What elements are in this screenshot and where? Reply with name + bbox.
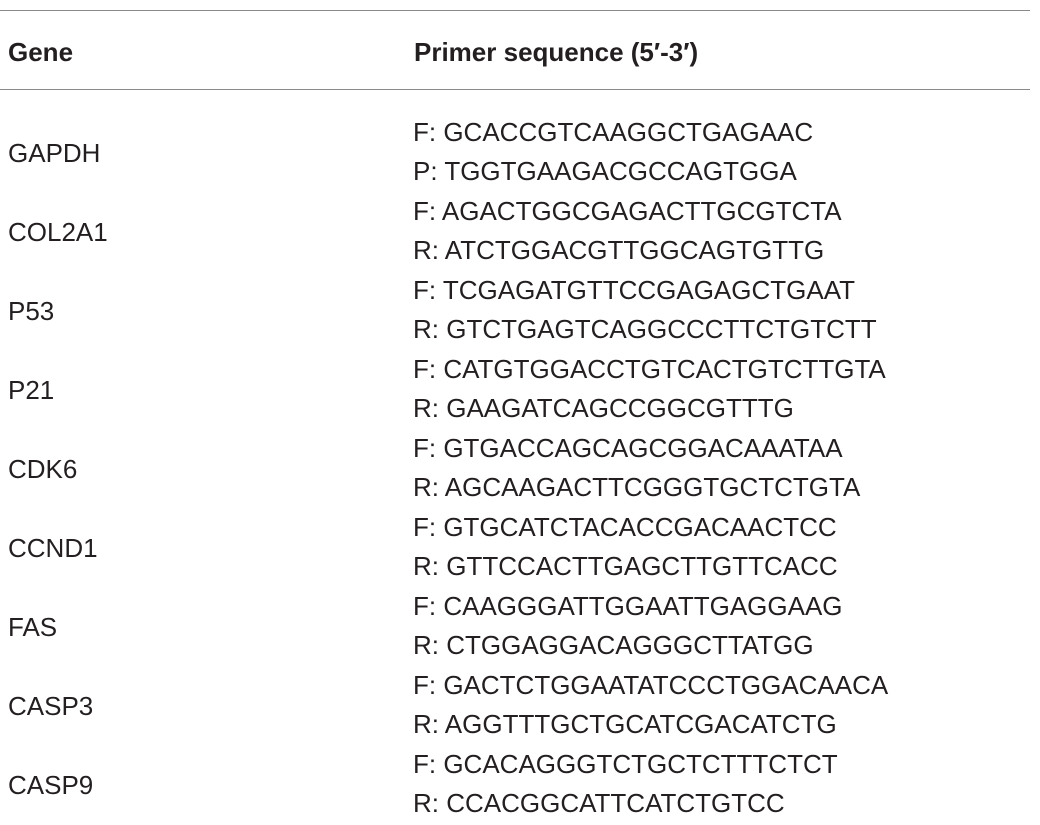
- table-row: CASP3 F: GACTCTGGAATATCCCTGGACAACA R: AG…: [0, 666, 1030, 745]
- gene-name: CASP3: [8, 691, 94, 721]
- gene-name: CCND1: [8, 533, 98, 563]
- header-primer-sequence: Primer sequence (5′-3′): [414, 37, 699, 67]
- table-row: FAS F: CAAGGGATTGGAATTGAGGAAG R: CTGGAGG…: [0, 587, 1030, 666]
- forward-primer: F: CAAGGGATTGGAATTGAGGAAG: [413, 591, 843, 621]
- header-gene: Gene: [8, 37, 74, 67]
- primer-sequence: F: GCACCGTCAAGGCTGAGAAC P: TGGTGAAGACGCC…: [413, 113, 813, 191]
- table-row: GAPDH F: GCACCGTCAAGGCTGAGAAC P: TGGTGAA…: [0, 113, 1030, 192]
- reverse-primer: R: CCACGGCATTCATCTGTCC: [413, 788, 785, 818]
- reverse-primer: P: TGGTGAAGACGCCAGTGGA: [413, 156, 797, 186]
- forward-primer: F: GTGCATCTACACCGACAACTCC: [413, 512, 837, 542]
- primer-sequence: F: AGACTGGCGAGACTTGCGTCTA R: ATCTGGACGTT…: [413, 192, 842, 270]
- forward-primer: F: AGACTGGCGAGACTTGCGTCTA: [413, 196, 842, 226]
- primer-sequence: F: CAAGGGATTGGAATTGAGGAAG R: CTGGAGGACAG…: [413, 587, 843, 665]
- forward-primer: F: GACTCTGGAATATCCCTGGACAACA: [413, 670, 889, 700]
- reverse-primer: R: CTGGAGGACAGGGCTTATGG: [413, 630, 814, 660]
- reverse-primer: R: GTTCCACTTGAGCTTGTTCACC: [413, 551, 838, 581]
- table-header: Gene Primer sequence (5′-3′): [0, 32, 1030, 72]
- table-body: GAPDH F: GCACCGTCAAGGCTGAGAAC P: TGGTGAA…: [0, 113, 1030, 824]
- table-row: COL2A1 F: AGACTGGCGAGACTTGCGTCTA R: ATCT…: [0, 192, 1030, 271]
- table-row: CASP9 F: GCACAGGGTCTGCTCTTTCTCT R: CCACG…: [0, 745, 1030, 824]
- table-row: CCND1 F: GTGCATCTACACCGACAACTCC R: GTTCC…: [0, 508, 1030, 587]
- gene-name: GAPDH: [8, 138, 101, 168]
- gene-name: CDK6: [8, 454, 78, 484]
- reverse-primer: R: AGCAAGACTTCGGGTGCTCTGTA: [413, 472, 861, 502]
- forward-primer: F: GCACAGGGTCTGCTCTTTCTCT: [413, 749, 838, 779]
- table-top-rule: [0, 10, 1030, 11]
- table-row: P53 F: TCGAGATGTTCCGAGAGCTGAAT R: GTCTGA…: [0, 271, 1030, 350]
- gene-name: CASP9: [8, 770, 94, 800]
- forward-primer: F: TCGAGATGTTCCGAGAGCTGAAT: [413, 275, 856, 305]
- primer-sequence: F: GCACAGGGTCTGCTCTTTCTCT R: CCACGGCATTC…: [413, 745, 838, 823]
- table-row: P21 F: CATGTGGACCTGTCACTGTCTTGTA R: GAAG…: [0, 350, 1030, 429]
- forward-primer: F: CATGTGGACCTGTCACTGTCTTGTA: [413, 354, 886, 384]
- table-row: CDK6 F: GTGACCAGCAGCGGACAAATAA R: AGCAAG…: [0, 429, 1030, 508]
- gene-name: COL2A1: [8, 217, 108, 247]
- primer-sequence: F: CATGTGGACCTGTCACTGTCTTGTA R: GAAGATCA…: [413, 350, 886, 428]
- forward-primer: F: GCACCGTCAAGGCTGAGAAC: [413, 117, 814, 147]
- reverse-primer: R: GAAGATCAGCCGGCGTTTG: [413, 393, 794, 423]
- gene-name: FAS: [8, 612, 58, 642]
- table-header-rule: [0, 89, 1030, 90]
- primer-sequence: F: GACTCTGGAATATCCCTGGACAACA R: AGGTTTGC…: [413, 666, 888, 744]
- reverse-primer: R: AGGTTTGCTGCATCGACATCTG: [413, 709, 837, 739]
- gene-name: P21: [8, 375, 55, 405]
- primer-sequence: F: GTGCATCTACACCGACAACTCC R: GTTCCACTTGA…: [413, 508, 838, 586]
- gene-name: P53: [8, 296, 55, 326]
- primer-sequence: F: TCGAGATGTTCCGAGAGCTGAAT R: GTCTGAGTCA…: [413, 271, 877, 349]
- reverse-primer: R: GTCTGAGTCAGGCCCTTCTGTCTT: [413, 314, 877, 344]
- reverse-primer: R: ATCTGGACGTTGGCAGTGTTG: [413, 235, 825, 265]
- forward-primer: F: GTGACCAGCAGCGGACAAATAA: [413, 433, 843, 463]
- primer-sequence: F: GTGACCAGCAGCGGACAAATAA R: AGCAAGACTTC…: [413, 429, 860, 507]
